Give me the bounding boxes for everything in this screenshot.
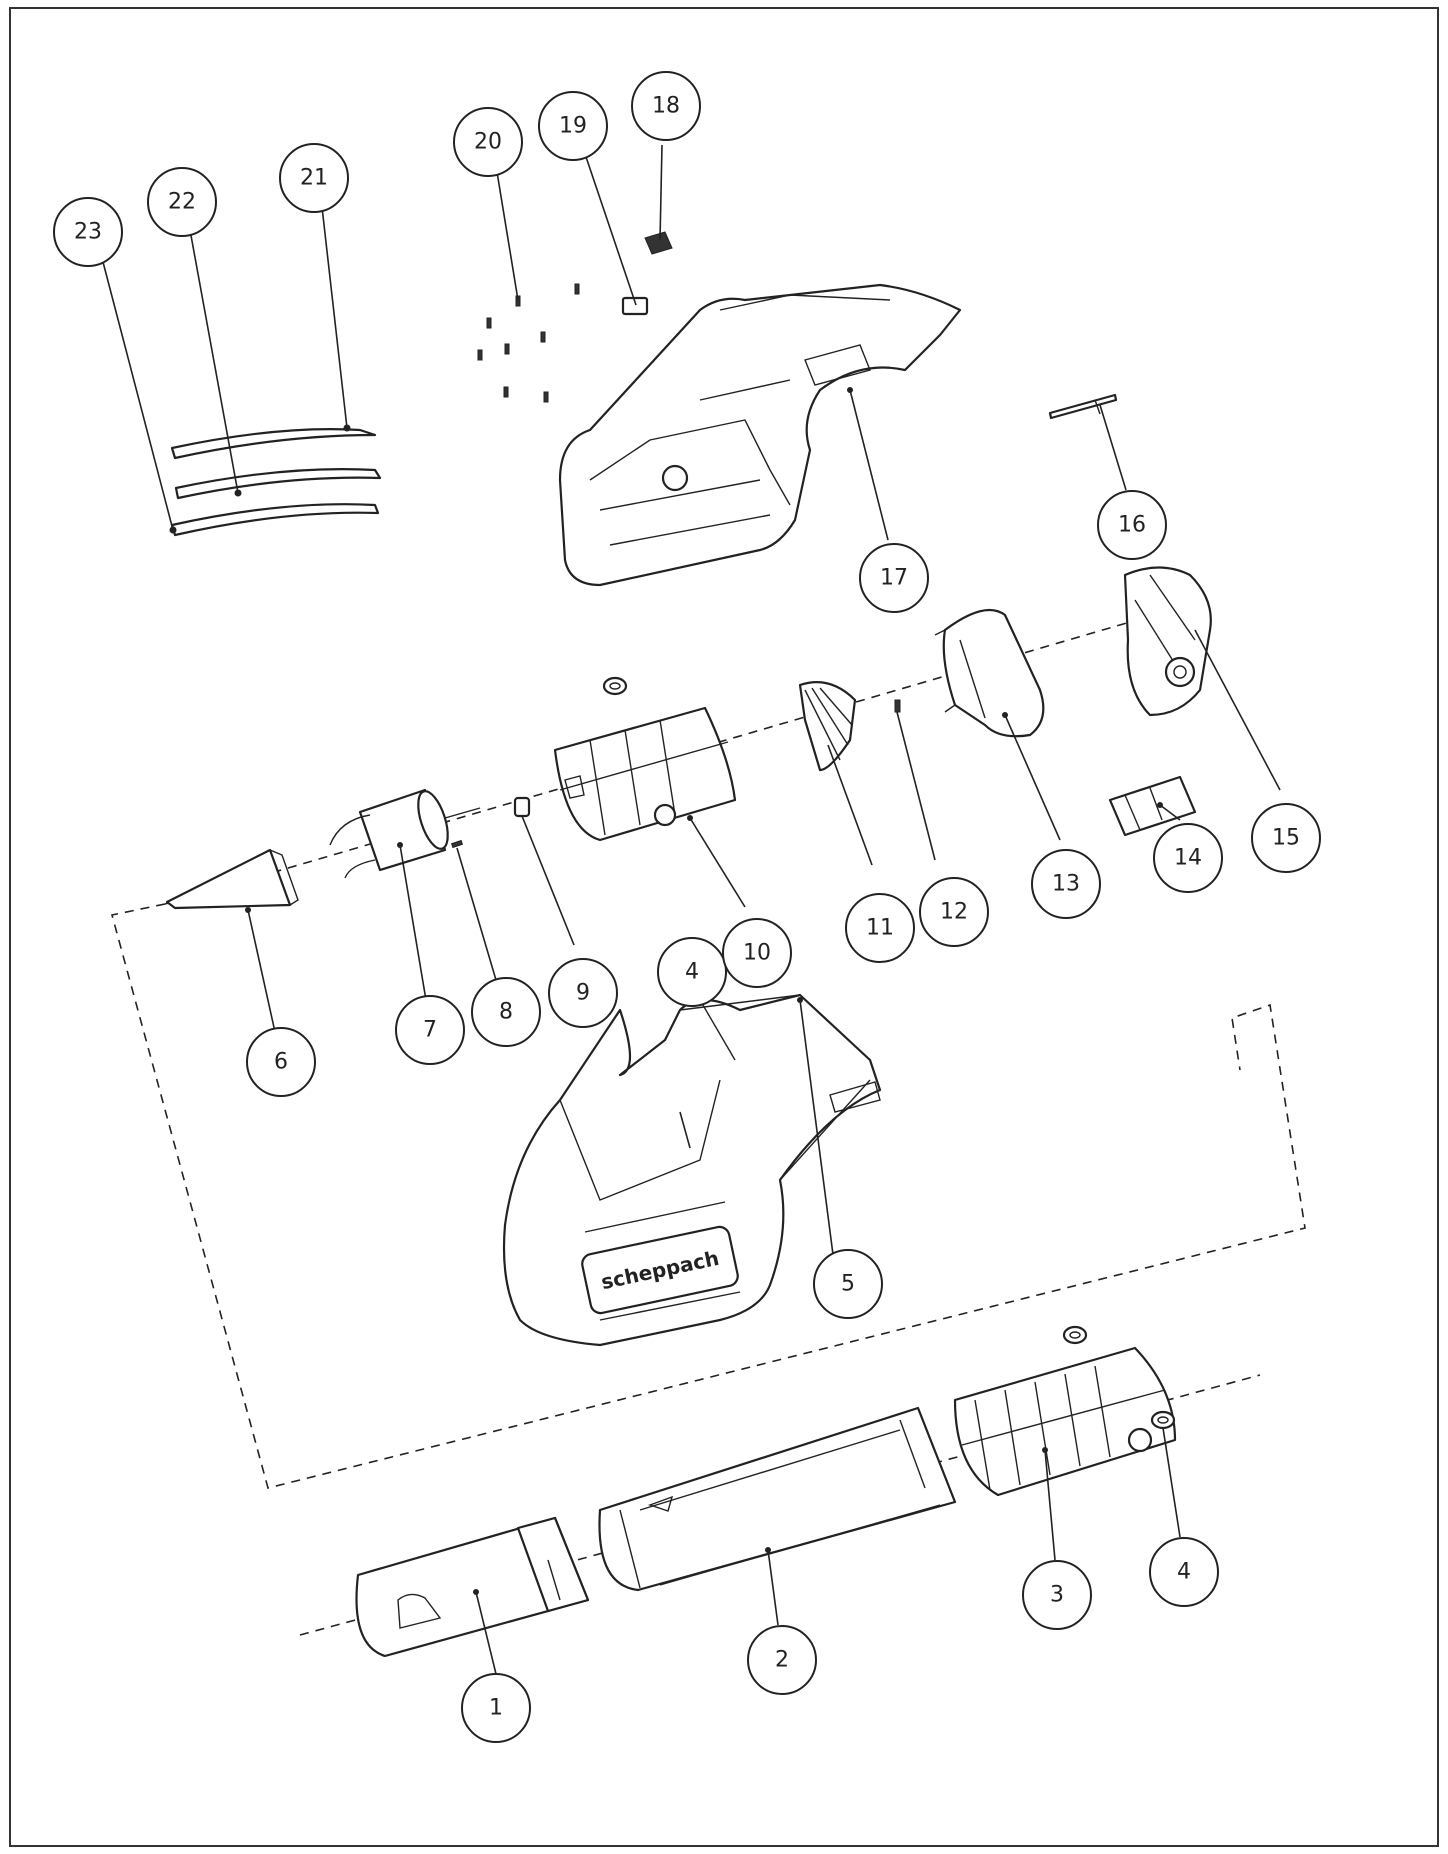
callout-4a: 4: [657, 937, 727, 1007]
callout-19: 19: [538, 91, 608, 161]
svg-text:6: 6: [274, 1050, 288, 1075]
svg-text:22: 22: [168, 190, 196, 215]
svg-text:19: 19: [559, 114, 587, 139]
leader-lines: [102, 144, 1281, 1675]
svg-text:12: 12: [940, 900, 968, 925]
svg-text:15: 15: [1272, 826, 1300, 851]
callout-14: 14: [1153, 823, 1223, 893]
callout-20: 20: [453, 107, 523, 177]
part-shaft-key: [450, 839, 464, 849]
page-border: [9, 7, 1439, 1847]
svg-text:21: 21: [300, 166, 328, 191]
svg-text:17: 17: [880, 566, 908, 591]
svg-text:18: 18: [652, 94, 680, 119]
part-fan-housing-rear: [553, 706, 737, 842]
callout-5: 5: [813, 1249, 883, 1319]
callout-23: 23: [53, 197, 123, 267]
callout-6: 6: [246, 1027, 316, 1097]
part-bushing: [513, 796, 531, 818]
svg-text:9: 9: [576, 981, 590, 1006]
part-screws: [477, 283, 580, 403]
part-t-key: [1048, 393, 1118, 420]
svg-text:3: 3: [1050, 1583, 1064, 1608]
part-impeller: [798, 681, 857, 772]
svg-text:2: 2: [775, 1648, 789, 1673]
callout-2: 2: [747, 1625, 817, 1695]
part-battery-cover: [1123, 566, 1212, 717]
part-battery-connector: [1108, 775, 1197, 837]
svg-text:5: 5: [841, 1272, 855, 1297]
callout-9: 9: [548, 958, 618, 1028]
svg-text:13: 13: [1052, 872, 1080, 897]
svg-text:8: 8: [499, 1000, 513, 1025]
callout-21: 21: [279, 143, 349, 213]
callout-8: 8: [471, 977, 541, 1047]
svg-text:11: 11: [866, 916, 894, 941]
callout-22: 22: [147, 167, 217, 237]
part-housing-right-half: scheppach: [502, 993, 882, 1347]
part-fan-housing-front: [953, 1346, 1177, 1497]
part-switch-carrier: [934, 608, 1045, 738]
part-air-cone: [165, 848, 299, 913]
part-micro-switch: [621, 296, 649, 316]
part-switch: [644, 231, 673, 255]
callout-16: 16: [1097, 490, 1167, 560]
callout-11: 11: [845, 893, 915, 963]
callout-12: 12: [919, 877, 989, 947]
svg-text:1: 1: [489, 1696, 503, 1721]
svg-text:10: 10: [743, 941, 771, 966]
callout-4b: 4: [1149, 1537, 1219, 1607]
svg-text:7: 7: [423, 1018, 437, 1043]
svg-text:20: 20: [474, 130, 502, 155]
callout-15: 15: [1251, 803, 1321, 873]
callout-10: 10: [722, 918, 792, 988]
callout-18: 18: [631, 71, 701, 141]
callout-1: 1: [461, 1673, 531, 1743]
callout-17: 17: [859, 543, 929, 613]
callout-3: 3: [1022, 1560, 1092, 1630]
part-foam-strips: [170, 428, 382, 537]
part-retaining-pin: [894, 699, 901, 713]
part-nozzle-tip: [355, 1516, 590, 1658]
part-blower-tube: [598, 1406, 957, 1592]
svg-text:4: 4: [685, 960, 699, 985]
callout-13: 13: [1031, 849, 1101, 919]
svg-text:23: 23: [74, 220, 102, 245]
svg-text:16: 16: [1118, 513, 1146, 538]
part-motor: [329, 788, 481, 879]
part-housing-left-half: [558, 283, 962, 587]
svg-text:4: 4: [1177, 1560, 1191, 1585]
svg-text:14: 14: [1174, 846, 1202, 871]
callout-7: 7: [395, 995, 465, 1065]
